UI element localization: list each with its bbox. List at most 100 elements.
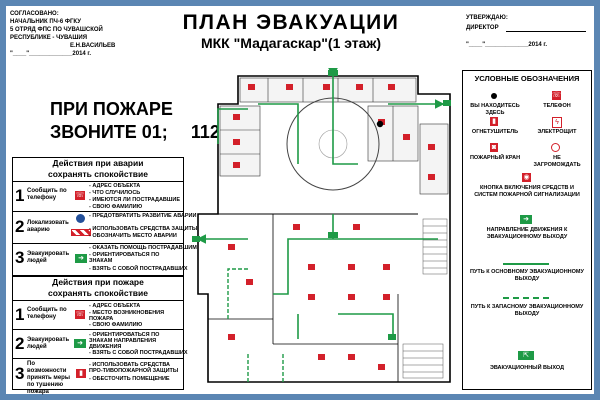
approval-left-line: СОГЛАСОВАНО: [10, 11, 59, 17]
spare-evacuation-path [227, 268, 284, 382]
row-action: Эвакуировать людей [27, 251, 70, 264]
protective-mask-icon [76, 214, 85, 223]
legend-label: КНОПКА ВКЛЮЧЕНИЯ СРЕДСТВ И СИСТЕМ ПОЖАРН… [474, 185, 580, 198]
row-item: - ВЗЯТЬ С СОБОЙ ПОСТРАДАВШИХ [89, 266, 188, 272]
row-action: Эвакуировать людей [27, 337, 70, 350]
legend-label: ЭЛЕКТРОЩИТ [537, 129, 577, 135]
you-are-here-icon [491, 93, 497, 99]
legend-title: УСЛОВНЫЕ ОБОЗНАЧЕНИЯ [474, 74, 580, 83]
phone-icon: ☏ [552, 91, 561, 100]
alarm-button-icon: ◉ [522, 173, 531, 182]
accident-actions-box: Действия при аварии сохранять спокойстви… [12, 157, 197, 276]
shop-right-east [419, 123, 449, 195]
call-number-01: ЗВОНИТЕ 01; [50, 122, 168, 142]
row-item: - ОБОЗНАЧИТЬ МЕСТО АВАРИИ [89, 233, 177, 239]
row-action: Сообщить по телефону [27, 307, 67, 320]
fire-subtitle: сохранять спокойствие [48, 288, 148, 298]
accident-subtitle: сохранять спокойствие [48, 169, 148, 179]
approval-right-date: "____"_____________2014 г. [466, 42, 547, 48]
row-action: По возможности принять меры по тушению п… [27, 361, 70, 395]
main-evacuation-path [196, 68, 445, 339]
row-number: 1 [15, 305, 25, 324]
row-action: Сообщить по телефону [27, 188, 67, 201]
row-item: - ОБЕСТОЧИТЬ ПОМЕЩЕНИЕ [89, 376, 170, 382]
fire-hydrant-icon: ◙ [490, 143, 498, 152]
fire-row-1: 1 Сообщить по телефону ☏ - АДРЕС ОБЪЕКТА… [13, 301, 183, 330]
row-number: 1 [15, 186, 25, 205]
spare-path-line-icon [503, 297, 549, 299]
title-block: ПЛАН ЭВАКУАЦИИ МКК "Мадагаскар"(1 этаж) [166, 12, 416, 52]
emergency-exit-icon: ⇱ [518, 351, 534, 360]
legend-label: НЕ ЗАГРОМОЖДАТЬ [533, 155, 581, 168]
fire-actions-header: Действия при пожаре сохранять спокойстви… [13, 277, 183, 301]
call-number-112: 112; [190, 122, 226, 142]
fire-title: Действия при пожаре [52, 277, 144, 287]
row-item: - ОРИЕНТИРОВАТЬСЯ ПО ЗНАКАМ [89, 252, 160, 264]
approval-right-block: УТВЕРЖДАЮ: ДИРЕКТОР "____"_____________2… [466, 14, 590, 49]
you-are-here-marker [376, 120, 384, 128]
exit-markers [192, 70, 451, 340]
row-item: - ПРЕДОТВРАТИТЬ РАЗВИТИЕ АВАРИИ [89, 213, 197, 219]
legend-label: НАПРАВЛЕНИЕ ДВИЖЕНИЯ К ЭВАКУАЦИОННОМУ ВЫ… [486, 227, 568, 240]
legend-label: ЭВАКУАЦИОННЫЙ ВЫХОД [489, 365, 565, 371]
row-number: 3 [15, 248, 25, 267]
row-item: - МЕСТО ВОЗНИКНОВЕНИЯ ПОЖАРА [89, 310, 165, 322]
fire-actions-box: Действия при пожаре сохранять спокойстви… [12, 276, 187, 395]
row-item: - ЧТО СЛУЧИЛОСЬ [89, 190, 141, 196]
approval-right-line: УТВЕРЖДАЮ: [466, 15, 508, 21]
fire-row-2: 2 Эвакуировать людей ➜ - ОРИЕНТИРОВАТЬСЯ… [13, 330, 187, 359]
row-action: Локализовать аварию [27, 220, 69, 233]
row-number: 2 [15, 334, 25, 353]
poster-sheet: СОГЛАСОВАНО: НАЧАЛЬНИК ПЧ-6 ФГКУ 5 ОТРЯД… [6, 6, 594, 395]
staircase [402, 343, 444, 379]
signature-line [506, 31, 586, 32]
row-item: - АДРЕС ОБЪЕКТА [89, 183, 141, 189]
main-path-line-icon [503, 263, 549, 265]
accident-row-1: 1 Сообщить по телефону ☏ - АДРЕС ОБЪЕКТА… [13, 182, 183, 212]
row-item: - ИМЕЮТСЯ ЛИ ПОСТРАДАВШИЕ [89, 197, 181, 203]
phone-icon: ☏ [75, 191, 85, 200]
row-item: - СВОЮ ФАМИЛИЮ [89, 322, 143, 328]
approval-left-line: РЕСПУБЛИКЕ - ЧУВАШИЯ [10, 35, 88, 41]
floor-plan [192, 68, 451, 383]
approval-left-line: НАЧАЛЬНИК ПЧ-6 ФГКУ [10, 19, 81, 25]
row-item: - ИСПОЛЬЗОВАТЬ СРЕДСТВА ПРО-ТИВОПОЖАРНОЙ… [89, 362, 179, 374]
fire-extinguisher-icon: ▮ [76, 369, 86, 378]
legend-label: ТЕЛЕФОН [543, 103, 571, 109]
exit-direction-icon: ➜ [74, 339, 86, 348]
fire-call-box: ПРИ ПОЖАРЕ ЗВОНИТЕ 01; 112; [50, 98, 226, 144]
approval-right-line: ДИРЕКТОР [466, 25, 499, 31]
accident-row-2: 2 Локализовать аварию - ПРЕДОТВРАТИТЬ РА… [13, 212, 197, 244]
row-item: - СВОЮ ФАМИЛИЮ [89, 204, 143, 210]
staircase [422, 218, 448, 275]
row-item: - ОРИЕНТИРОВАТЬСЯ ПО ЗНАКАМ НАПРАВЛЕНИЯ … [89, 332, 160, 350]
row-item: - АДРЕС ОБЪЕКТА [89, 303, 141, 309]
legend-box: УСЛОВНЫЕ ОБОЗНАЧЕНИЯ ВЫ НАХОДИТЕСЬ ЗДЕСЬ… [462, 70, 592, 390]
legend-label: ОГНЕТУШИТЕЛЬ [471, 129, 519, 135]
accident-actions-header: Действия при аварии сохранять спокойстви… [13, 158, 183, 182]
row-item: - ИСПОЛЬЗОВАТЬ СРЕДСТВА ЗАЩИТЫ [89, 226, 198, 232]
fire-row-3: 3 По возможности принять меры по тушению… [13, 359, 183, 395]
exit-direction-icon: ➜ [520, 215, 532, 224]
approval-left-signer: Е.Н.ВАСИЛЬЕВ [70, 43, 116, 49]
accident-title: Действия при аварии [52, 158, 144, 168]
page-subtitle: МКК "Мадагаскар"(1 этаж) [200, 35, 382, 51]
approval-left-line: 5 ОТРЯД ФПС ПО ЧУВАШСКОЙ [10, 27, 103, 33]
row-number: 3 [15, 364, 25, 383]
accident-row-3: 3 Эвакуировать людей ➜ - ОКАЗАТЬ ПОМОЩЬ … [13, 244, 197, 274]
legend-label: ПУТЬ К ОСНОВНОМУ ЭВАКУАЦИОННОМУ ВЫХОДУ [470, 269, 584, 282]
legend-label: ВЫ НАХОДИТЕСЬ ЗДЕСЬ [470, 103, 520, 116]
phone-icon: ☏ [75, 310, 85, 319]
fire-extinguisher-icon: ▮ [490, 117, 498, 126]
row-item: - ОКАЗАТЬ ПОМОЩЬ ПОСТРАДАВШИМ [89, 245, 197, 251]
legend-label: ПУТЬ К ЗАПАСНОМУ ЭВАКУАЦИОННОМУ ВЫХОДУ [470, 304, 584, 317]
row-number: 2 [15, 217, 25, 236]
legend-label: ПОЖАРНЫЙ КРАН [469, 155, 521, 161]
page-title: ПЛАН ЭВАКУАЦИИ [182, 11, 400, 34]
approval-left-block: СОГЛАСОВАНО: НАЧАЛЬНИК ПЧ-6 ФГКУ 5 ОТРЯД… [10, 10, 115, 58]
electric-panel-icon: ϟ [552, 117, 562, 128]
no-block-icon [551, 143, 560, 152]
approval-left-date: "____"_____________2014 г. [10, 51, 91, 57]
barrier-tape-icon [71, 229, 91, 236]
